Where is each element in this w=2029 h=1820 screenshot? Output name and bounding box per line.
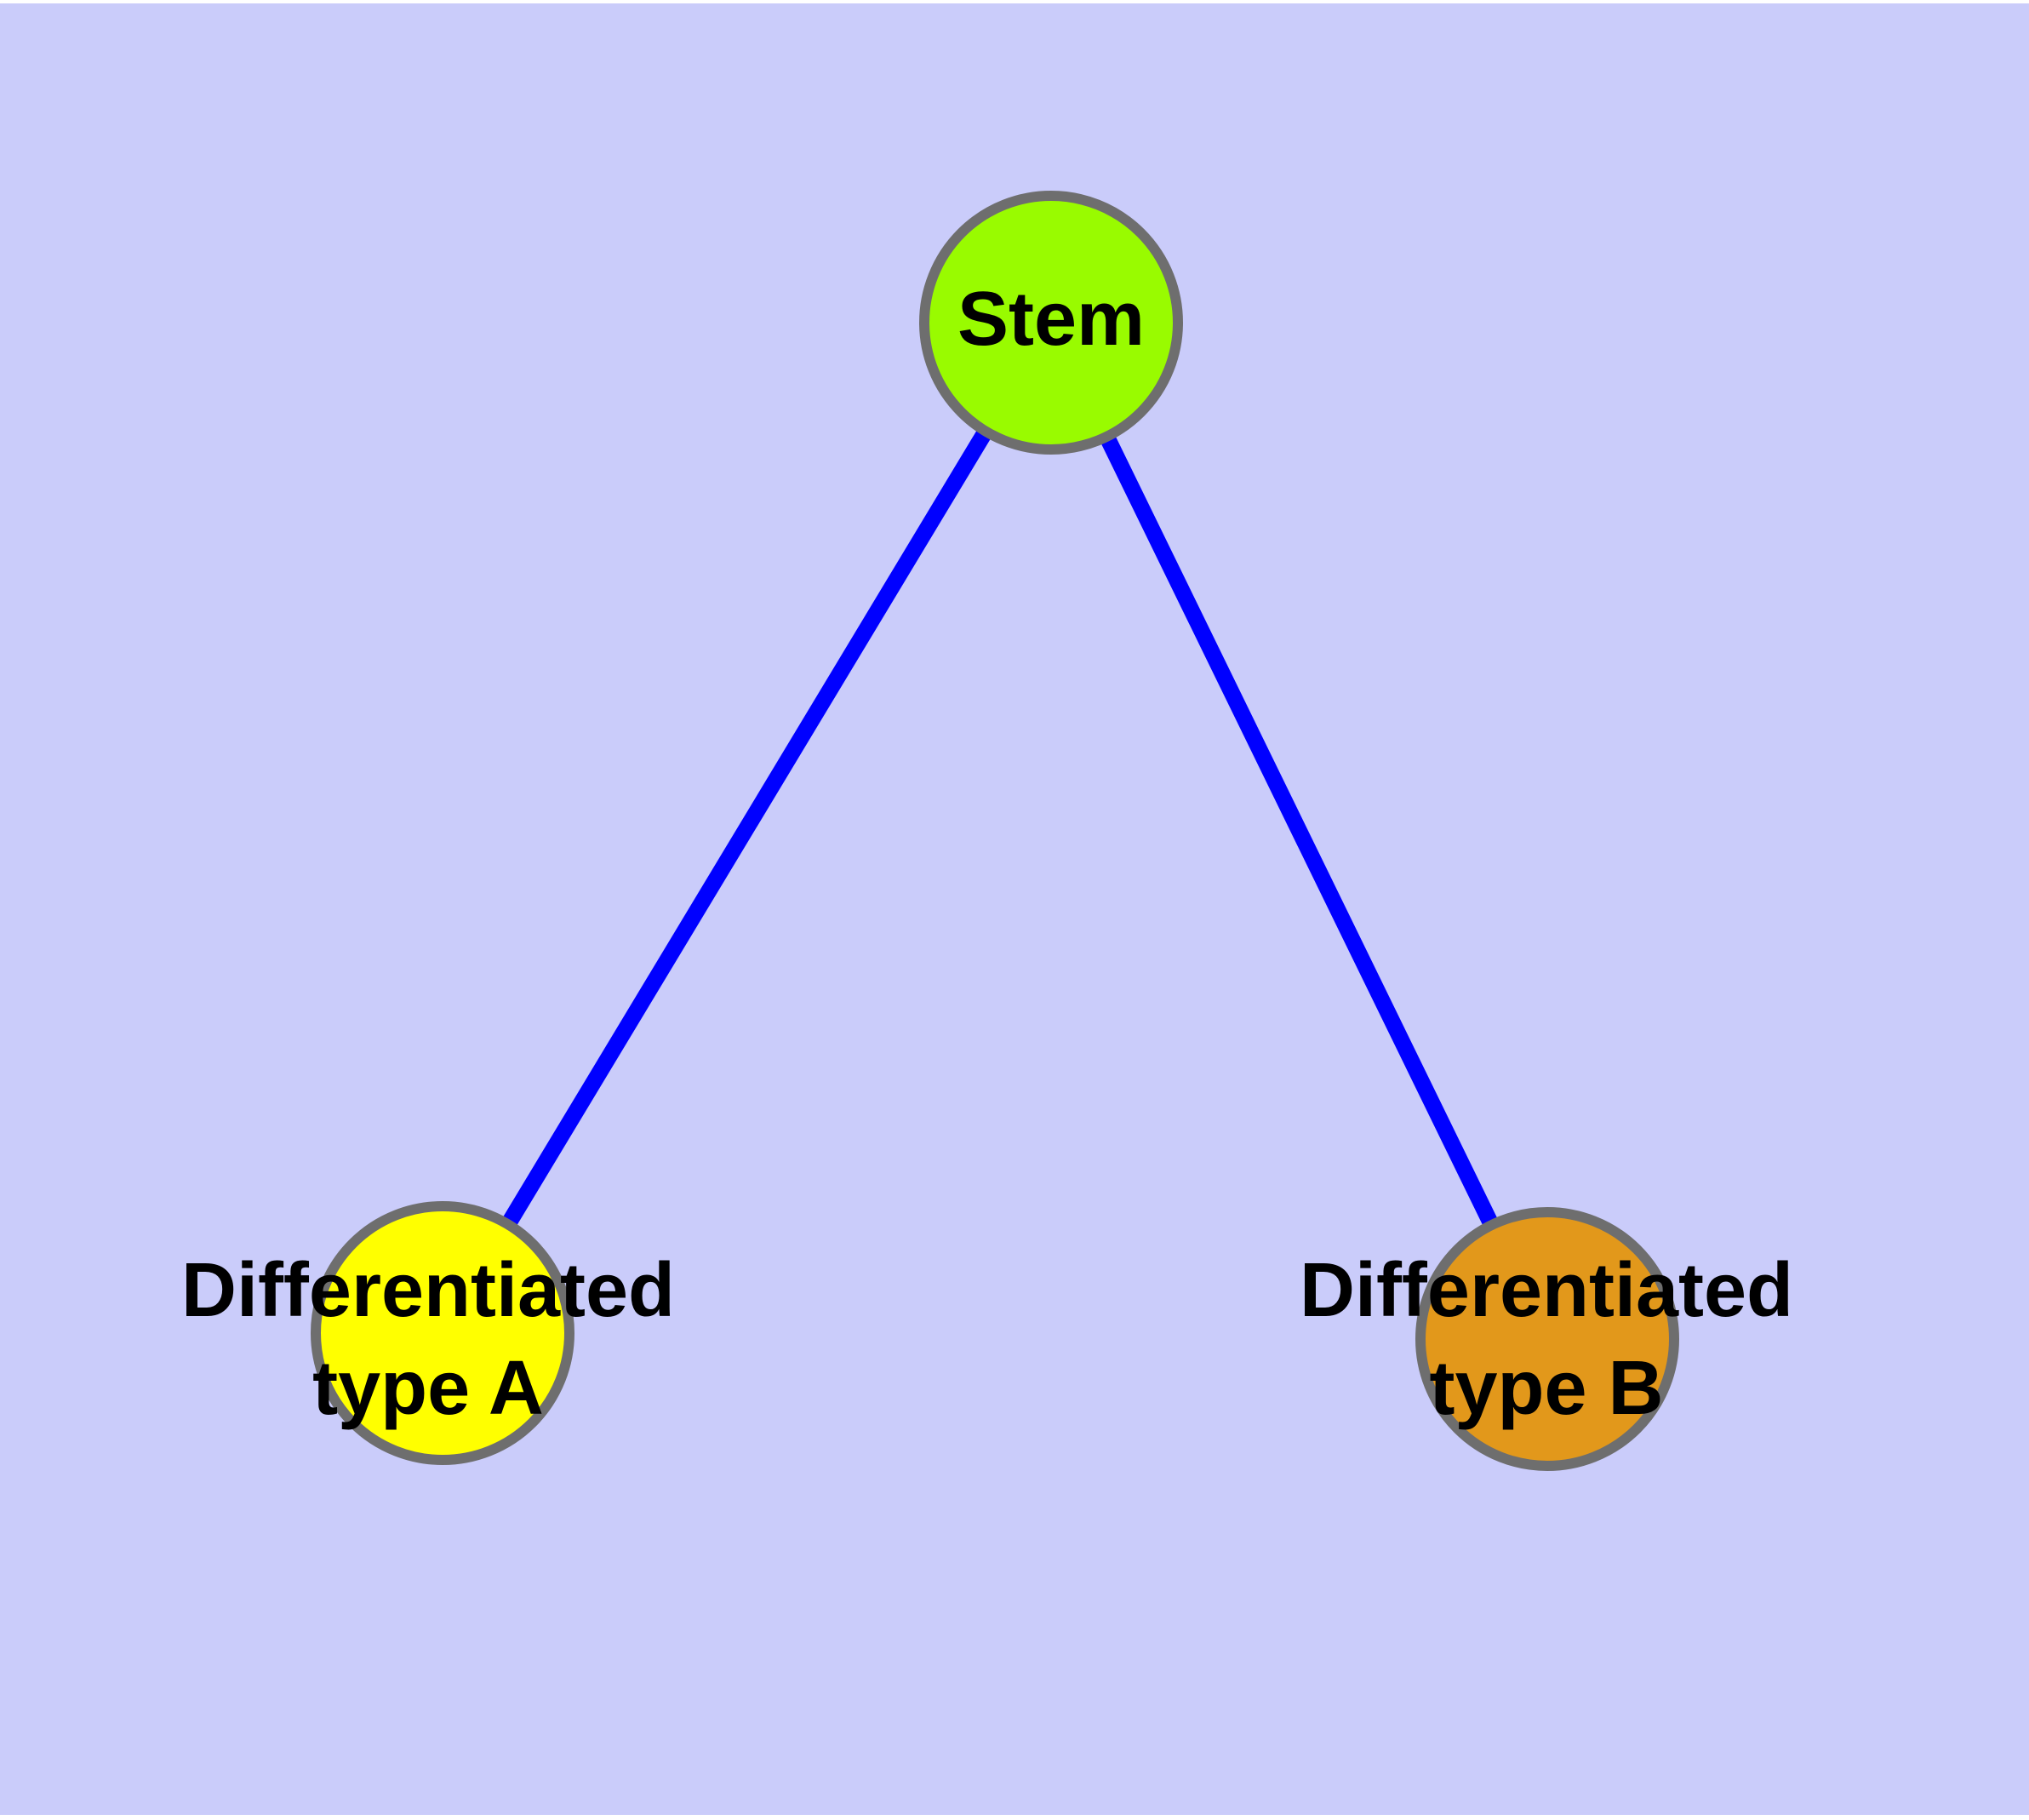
node-type-b-label-line2: type B (1429, 1346, 1663, 1431)
edge-stem-to-type-a (435, 318, 1059, 1337)
node-stem (919, 191, 1183, 455)
node-type-b-label-line1: Differentiated (1300, 1248, 1793, 1333)
node-differentiated-type-a (311, 1201, 574, 1465)
node-type-a-label-line1: Differentiated (181, 1248, 675, 1333)
node-type-a-label-line2: type A (312, 1346, 544, 1431)
node-differentiated-type-b (1415, 1207, 1679, 1471)
edge-stem-to-type-b (1043, 318, 1555, 1343)
node-stem-label: Stem (957, 277, 1145, 362)
